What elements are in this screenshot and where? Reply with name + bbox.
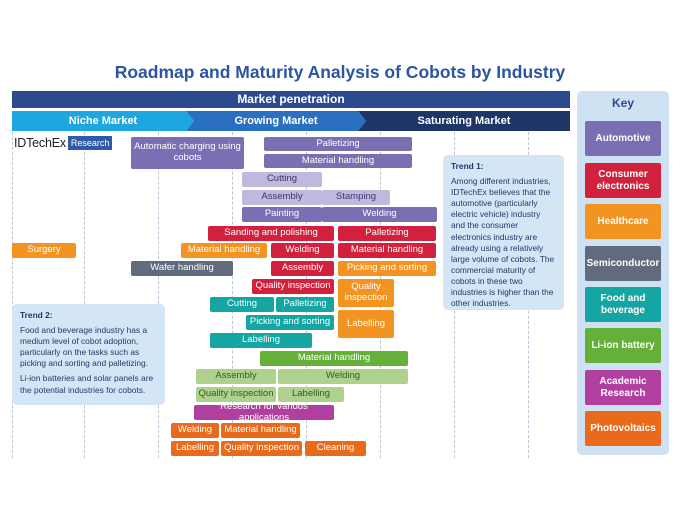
bar-painting: Painting (242, 207, 322, 222)
bar-automatic-charging: Automatic charging using cobots (131, 137, 244, 169)
bar-material-handling: Material handling (264, 154, 412, 168)
bar-quality-inspection: Quality inspection (196, 387, 276, 402)
logo-research-tag: Research (67, 136, 113, 150)
trend-title: Trend 2: (20, 310, 53, 320)
grid-line (306, 132, 307, 458)
bar-material-handling: Material handling (181, 243, 267, 258)
bar-cutting: Cutting (210, 297, 274, 312)
trend-1-callout: Trend 1: Among different industries, IDT… (443, 155, 564, 310)
bar-cutting: Cutting (242, 172, 322, 187)
bar-picking-and-sorting: Picking and sorting (338, 261, 436, 276)
bar-palletizing: Palletizing (276, 297, 334, 312)
legend-photovoltaics: Photovoltaics (585, 411, 661, 446)
bar-labelling: Labelling (338, 310, 394, 338)
logo-text: IDTechEx (14, 136, 66, 150)
legend-food-and-beverage: Food and beverage (585, 287, 661, 322)
bar-assembly: Assembly (242, 190, 322, 205)
bar-palletizing: Palletizing (338, 226, 436, 241)
stage-label: Growing Market (234, 115, 318, 127)
grid-line (232, 132, 233, 458)
legend-li-ion-battery: Li-ion battery (585, 328, 661, 363)
stage-label: Saturating Market (417, 115, 511, 127)
bar-research-for-various-applications: Research for various applications (194, 401, 334, 422)
legend-healthcare: Healthcare (585, 204, 661, 239)
page-title: Roadmap and Maturity Analysis of Cobots … (114, 62, 566, 82)
stage-label: Niche Market (68, 115, 138, 127)
trend-title: Trend 1: (451, 161, 484, 171)
bar-labelling: Labelling (210, 333, 312, 348)
bar-wafer-handling: Wafer handling (131, 261, 233, 276)
bar-picking-and-sorting: Picking and sorting (246, 315, 334, 330)
legend-key: Key Automotive Consumer electronics Heal… (577, 91, 669, 455)
bar-assembly: Assembly (196, 369, 276, 384)
bar-welding: Welding (171, 423, 219, 438)
bar-material-handling: Material handling (260, 351, 408, 366)
bar-welding: Welding (322, 207, 437, 222)
legend-title: Key (611, 96, 634, 110)
trend-2-callout: Trend 2: Food and beverage industry has … (12, 304, 165, 405)
bar-welding: Welding (271, 243, 334, 258)
bar-labelling: Labelling (278, 387, 344, 402)
legend-consumer-electronics: Consumer electronics (585, 163, 661, 198)
market-penetration-bar: Market penetration (12, 91, 570, 108)
grid-line (158, 132, 159, 458)
stage-growing-market: Growing Market (186, 111, 366, 131)
bar-welding: Welding (278, 369, 408, 384)
stage-niche-market: Niche Market (12, 111, 194, 131)
trend-text: Food and beverage industry has a medium … (20, 325, 149, 369)
bar-quality-inspection: Quality inspection (338, 279, 394, 307)
bar-palletizing: Palletizing (264, 137, 412, 151)
legend-automotive: Automotive (585, 121, 661, 156)
bar-labelling: Labelling (171, 441, 219, 456)
bar-stamping: Stamping (322, 190, 390, 205)
legend-semiconductor: Semiconductor (585, 246, 661, 281)
bar-quality-inspection: Quality inspection (221, 441, 302, 456)
bar-material-handling: Material handling (338, 243, 436, 258)
bar-surgery: Surgery (12, 243, 76, 258)
bar-sanding-and-polishing: Sanding and polishing (208, 226, 334, 241)
trend-text: Among different industries, IDTechEx bel… (451, 176, 555, 309)
bar-cleaning: Cleaning (305, 441, 366, 456)
idtechex-logo: IDTechEx Research (14, 136, 113, 150)
grid-line (84, 132, 85, 458)
bar-assembly: Assembly (271, 261, 334, 276)
legend-academic-research: Academic Research (585, 370, 661, 405)
trend-text: Li-ion batteries and solar panels are th… (20, 373, 154, 395)
grid-line (12, 132, 13, 458)
stage-saturating-market: Saturating Market (358, 111, 570, 131)
bar-quality-inspection: Quality inspection (252, 279, 334, 294)
bar-material-handling: Material handling (221, 423, 300, 438)
